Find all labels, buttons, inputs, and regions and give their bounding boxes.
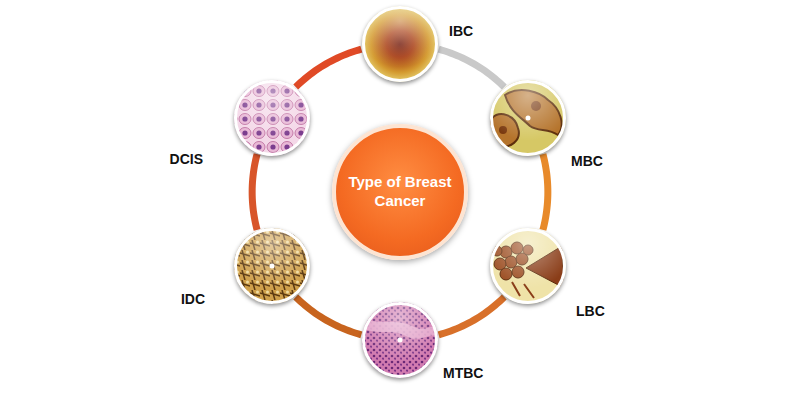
center-title: Type of Breast Cancer <box>348 173 452 211</box>
gloss <box>362 6 438 82</box>
image-circle: MTBC <box>362 302 438 378</box>
node-label: IBC <box>449 23 473 40</box>
lbc-ground <box>488 226 568 306</box>
image-circle: MBC <box>490 80 566 156</box>
gloss <box>234 80 310 156</box>
node-label: IDC <box>181 291 205 308</box>
node-label: LBC <box>576 303 605 320</box>
image-circle: DCIS <box>234 80 310 156</box>
gloss <box>490 80 566 156</box>
mbc-ground <box>488 78 568 158</box>
dcis-image <box>232 78 312 158</box>
mtbc-texture <box>360 300 440 380</box>
ibc-texture <box>362 6 438 82</box>
center-circle: Type of Breast Cancer <box>332 124 468 260</box>
ring-segment <box>439 297 505 335</box>
ring-segment <box>296 49 362 87</box>
lbc-image <box>488 226 568 306</box>
ring-segment <box>296 297 362 335</box>
idc-image <box>232 226 312 306</box>
dcis-texture <box>232 78 312 158</box>
node-label: MBC <box>571 153 603 170</box>
ring-segment <box>543 154 548 230</box>
mbc-image <box>488 78 568 158</box>
image-circle: IBC <box>362 6 438 82</box>
image-circle: LBC <box>490 228 566 304</box>
image-circle: IDC <box>234 228 310 304</box>
ring-segment <box>439 49 505 87</box>
gloss <box>234 228 310 304</box>
node-label: DCIS <box>170 151 203 168</box>
node-label: MTBC <box>443 365 483 382</box>
idc-texture <box>232 226 312 306</box>
ibc-image <box>362 6 438 82</box>
mtbc-image <box>360 300 440 380</box>
ring-segment <box>252 154 257 230</box>
gloss <box>362 302 438 378</box>
gloss <box>490 228 566 304</box>
